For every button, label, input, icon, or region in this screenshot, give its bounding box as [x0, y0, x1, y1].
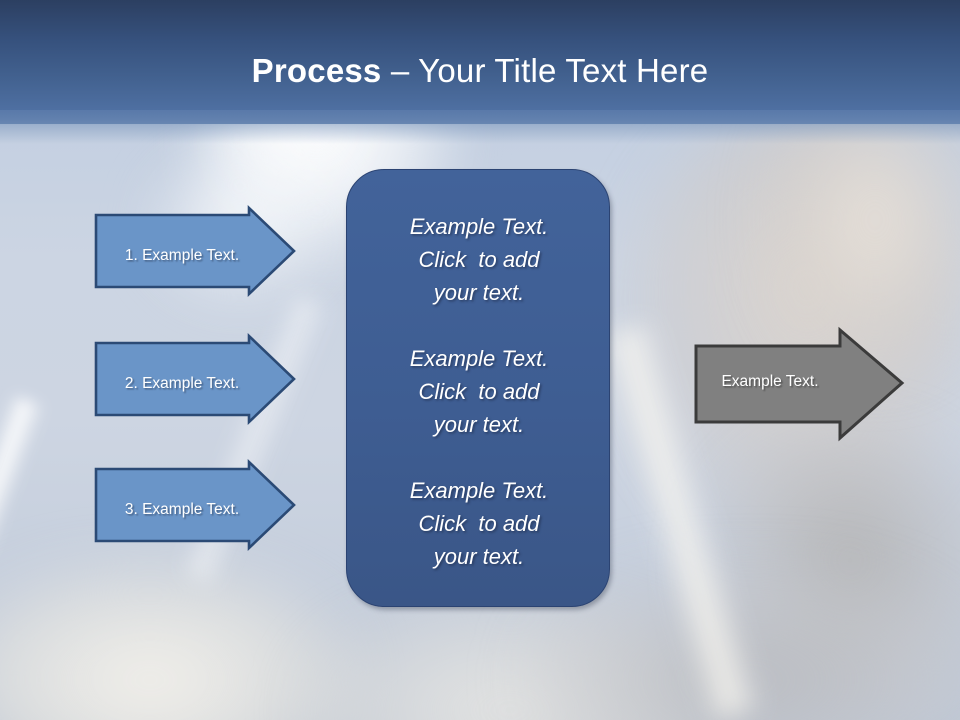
content-panel-block-1: Example Text. Click to add your text.: [347, 210, 611, 309]
content-line: your text.: [433, 544, 525, 569]
content-line: your text.: [433, 412, 525, 437]
page-title-rest: – Your Title Text Here: [381, 52, 709, 89]
right-arrow-icon: [94, 332, 296, 426]
content-line: Example Text.: [409, 478, 549, 503]
content-panel[interactable]: Example Text. Click to add your text. Ex…: [346, 169, 610, 607]
process-result-arrow[interactable]: Example Text.: [694, 326, 905, 442]
content-line: your text.: [433, 280, 525, 305]
content-line: Click to add: [418, 379, 540, 404]
right-arrow-icon: [94, 204, 296, 298]
right-arrow-icon: [94, 458, 296, 552]
title-band: [0, 0, 960, 124]
process-step-arrow-1[interactable]: 1. Example Text.: [94, 204, 296, 322]
content-line: Example Text.: [409, 214, 549, 239]
content-line: Example Text.: [409, 346, 549, 371]
process-step-arrow-2[interactable]: 2. Example Text.: [94, 332, 296, 450]
content-panel-blocks: Example Text. Click to add your text. Ex…: [347, 210, 611, 573]
title-band-fade: [0, 110, 960, 144]
page-title-bold: Process: [251, 52, 382, 89]
content-line: Click to add: [418, 247, 540, 272]
content-panel-block-2: Example Text. Click to add your text.: [347, 342, 611, 441]
content-panel-block-3: Example Text. Click to add your text.: [347, 474, 611, 573]
content-line: Click to add: [418, 511, 540, 536]
process-step-arrow-3[interactable]: 3. Example Text.: [94, 458, 296, 576]
right-arrow-icon: [694, 326, 905, 442]
page-title: Process – Your Title Text Here: [0, 51, 960, 91]
